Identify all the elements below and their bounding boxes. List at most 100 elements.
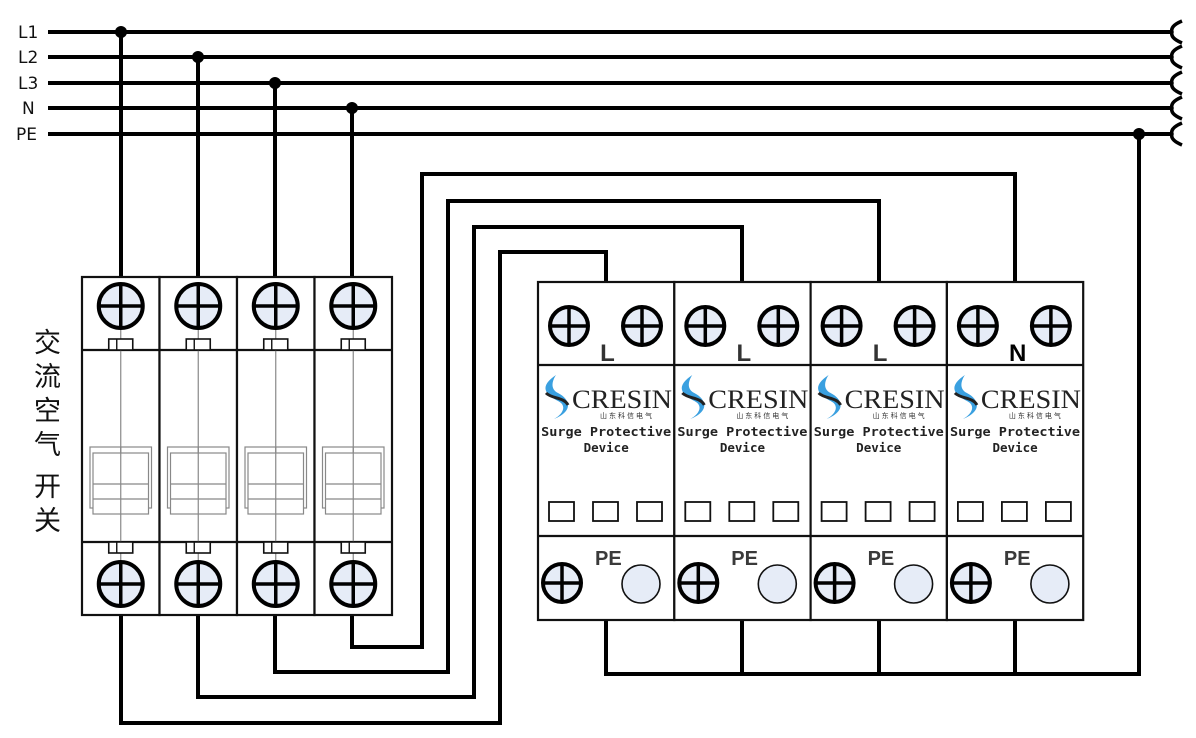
wire-l1-to-spd <box>119 250 608 725</box>
clip-tab <box>340 541 367 554</box>
clip-tab <box>262 338 289 351</box>
spd-pe-screw-icon[interactable] <box>677 562 720 604</box>
junction-dot <box>192 51 204 63</box>
status-indicator-window <box>864 501 892 522</box>
status-indicator-window <box>1001 501 1028 522</box>
clip-tab <box>340 338 367 351</box>
breaker-output-screw-icon[interactable] <box>329 560 378 608</box>
status-indicator-window <box>728 501 756 522</box>
device-type-line2: Device <box>856 440 902 455</box>
wire-l2-to-spd <box>196 225 744 699</box>
terminal-letter: N <box>1009 340 1026 367</box>
pe-terminal-hole[interactable] <box>621 564 661 604</box>
breaker-toggle-handle[interactable] <box>321 446 385 515</box>
logo-stroke <box>817 391 842 406</box>
brand-subtitle: 山东科信电气 <box>873 411 927 420</box>
connector-icon <box>1169 44 1183 70</box>
breaker-label-char: 气 <box>34 430 61 461</box>
breaker-input-screw-icon[interactable] <box>251 282 300 330</box>
breaker-pole-l3 <box>235 275 316 617</box>
spd-line-screw-icon[interactable] <box>621 305 663 347</box>
wire-pe-bus <box>604 134 1141 676</box>
breaker-label-char: 开 <box>34 472 61 503</box>
brand-name: CRESIN <box>981 385 1081 414</box>
device-type-line1: Surge Protective <box>950 424 1080 439</box>
breaker-input-screw-icon[interactable] <box>174 282 223 330</box>
spd-line-screw-icon[interactable] <box>893 305 936 347</box>
bus-label-l2: L2 <box>18 48 38 68</box>
brand-name: CRESIN <box>708 385 808 414</box>
breaker-input-screw-icon[interactable] <box>329 282 378 330</box>
pe-terminal-hole[interactable] <box>1030 564 1070 604</box>
device-type-line1: Surge Protective <box>677 424 807 439</box>
clip-tab <box>262 541 289 554</box>
logo-stroke <box>544 391 570 406</box>
connector-icon <box>1169 19 1183 45</box>
logo-stroke <box>953 391 979 406</box>
breaker-output-screw-icon[interactable] <box>174 560 223 608</box>
cresin-logo-icon <box>681 375 706 419</box>
device-type-line1: Surge Protective <box>541 424 671 439</box>
spd-pe-screw-icon[interactable] <box>813 562 856 604</box>
wire-l3-to-spd <box>273 199 881 674</box>
clip-tab <box>107 541 134 554</box>
spd-line-screw-icon[interactable] <box>684 305 727 347</box>
breaker-label-char: 关 <box>34 506 61 537</box>
breaker-output-screw-icon[interactable] <box>96 560 145 608</box>
spd-line-screw-icon[interactable] <box>757 305 800 347</box>
junction-dot <box>115 26 127 38</box>
status-indicator-window <box>908 501 936 522</box>
junction-dot <box>346 102 358 114</box>
breaker-pole-n <box>313 275 394 617</box>
cresin-logo-icon <box>817 375 842 419</box>
breaker-toggle-handle[interactable] <box>89 446 153 515</box>
cresin-logo-icon <box>544 375 570 419</box>
connector-icon <box>1169 95 1183 121</box>
terminal-letter: L <box>600 340 615 367</box>
status-indicator-window <box>684 501 712 522</box>
junction-dot <box>269 77 281 89</box>
breaker-label: 交 流 空 气 开 关 <box>34 328 61 537</box>
clip-tab <box>185 541 212 554</box>
device-type-line2: Device <box>720 440 766 455</box>
terminal-letter: L <box>873 340 888 367</box>
breaker-pole-l2 <box>158 275 239 617</box>
spd-line-screw-icon[interactable] <box>820 305 863 347</box>
spd-line-screw-icon[interactable] <box>1029 305 1072 347</box>
device-type-line2: Device <box>992 440 1038 455</box>
bus-label-l3: L3 <box>18 74 38 94</box>
brand-name: CRESIN <box>845 385 945 414</box>
breaker-label-char: 交 <box>34 328 61 359</box>
logo-stroke <box>681 391 706 406</box>
pe-label: PE <box>1004 548 1031 570</box>
spd-line-screw-icon[interactable] <box>956 305 999 347</box>
spd-pe-screw-icon[interactable] <box>949 562 992 604</box>
status-indicator-window <box>1045 501 1072 522</box>
terminal-letter: L <box>736 340 751 367</box>
breaker-pole-l1 <box>80 275 161 617</box>
spd-line-screw-icon[interactable] <box>548 305 590 347</box>
brand-subtitle: 山东科信电气 <box>600 411 654 420</box>
bus-lines <box>48 30 1172 136</box>
wire-n-to-spd <box>350 172 1017 649</box>
bus-end-connectors <box>1169 19 1183 147</box>
spd-pe-screw-icon[interactable] <box>541 562 583 604</box>
pe-terminal-hole[interactable] <box>757 564 798 604</box>
breaker-input-wires <box>115 26 358 300</box>
breaker-toggle-handle[interactable] <box>244 446 308 515</box>
brand-subtitle: 山东科信电气 <box>736 411 790 420</box>
clip-tab <box>107 338 134 351</box>
breaker-toggle-handle[interactable] <box>166 446 230 515</box>
pe-terminal-hole[interactable] <box>893 564 934 604</box>
pe-label: PE <box>868 548 895 570</box>
status-indicator-window <box>957 501 984 522</box>
device-type-line2: Device <box>584 440 630 455</box>
breaker-output-screw-icon[interactable] <box>251 560 300 608</box>
breaker-label-char: 流 <box>34 362 61 393</box>
breaker-input-screw-icon[interactable] <box>96 282 145 330</box>
pe-label: PE <box>731 548 758 570</box>
